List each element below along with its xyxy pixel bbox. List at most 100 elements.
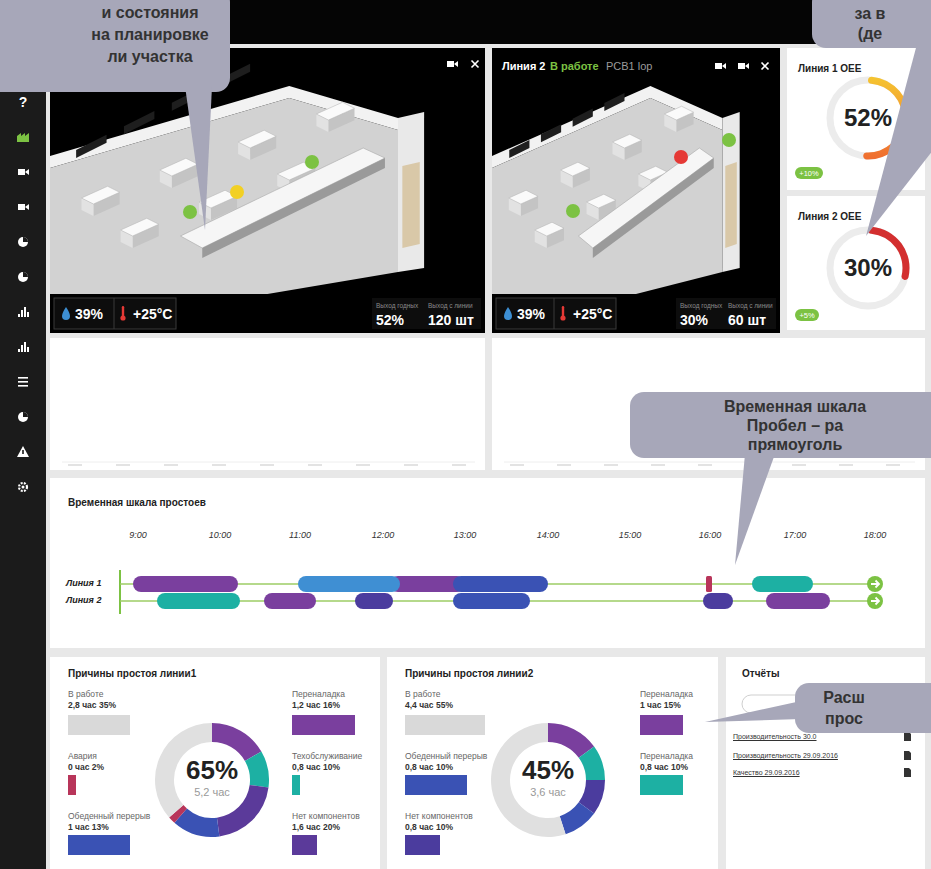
graphic-circle	[18, 272, 28, 282]
hour-tick: 9:00	[116, 530, 160, 541]
line-name: Линия 2	[502, 59, 545, 73]
hour-tick: 17:00	[773, 530, 817, 541]
graphic-rect	[18, 349, 20, 352]
graphic-rect	[18, 385, 28, 387]
chart-axis	[504, 462, 915, 463]
callout-text: Временная шкала Пробел – ра прямоуголь	[705, 397, 885, 454]
reason-label: В работе	[405, 689, 440, 700]
reason-value: 0 час 2%	[68, 762, 104, 773]
reason-value: 0,8 час 10%	[405, 822, 453, 833]
machine-top	[664, 106, 693, 120]
reason-label: Обеденный перерыв	[68, 811, 150, 822]
graphic-rect	[452, 464, 466, 466]
graphic-rect	[260, 464, 274, 466]
panel-title: Причины простоя линии2	[405, 667, 533, 680]
hour-tick: 12:00	[361, 530, 405, 541]
graphic-rect	[24, 342, 26, 352]
reason-bar	[68, 715, 130, 735]
status-dot	[305, 155, 319, 169]
camera-icon	[745, 63, 749, 69]
node-drawing	[120, 570, 883, 614]
reason-label: Авария	[68, 751, 97, 762]
sidebar-icon	[18, 377, 28, 387]
panel-title: Временная шкала простоев	[68, 496, 206, 509]
graphic-rect	[886, 464, 900, 466]
file-icon	[904, 768, 911, 777]
sidebar-icon	[18, 272, 28, 282]
panel-title: Отчёты	[742, 667, 779, 680]
help-icon: ?	[15, 93, 31, 111]
hour-tick: 10:00	[198, 530, 242, 541]
donut-total: 45%	[513, 754, 583, 787]
graphic-rect	[21, 310, 23, 317]
sidebar-icon	[18, 204, 29, 210]
stat-caption: Выход с линии	[428, 302, 473, 310]
callout-bubble: Временная шкала Пробел – ра прямоуголь	[630, 392, 931, 458]
thermometer-icon	[562, 306, 564, 317]
trend-badge	[795, 167, 823, 179]
file-icon	[904, 751, 911, 760]
stat-caption: Выход с линии	[728, 302, 773, 310]
donut-hours: 5,2 час	[177, 785, 247, 799]
thermometer-icon	[560, 315, 565, 320]
downtime-segment	[157, 593, 240, 609]
hour-tick: 18:00	[853, 530, 897, 541]
status-dot	[566, 204, 580, 218]
graphic-path	[25, 204, 29, 210]
reason-label: Нет компонентов	[405, 811, 473, 822]
output-box	[676, 298, 776, 329]
machine-top	[160, 158, 198, 176]
camera-icon	[715, 63, 722, 69]
donut-segment	[245, 752, 269, 788]
downtime-segment	[453, 576, 548, 592]
trend-badge	[795, 309, 819, 321]
chart-ticks	[68, 464, 900, 466]
floor-plan-panel: Линия 2В работеPCB1 lop39%+25°CВыход год…	[492, 48, 780, 333]
temperature-value: +25°C	[573, 305, 612, 323]
humidity-value: 39%	[75, 305, 103, 323]
thermometer-icon	[122, 306, 124, 317]
reason-bar	[405, 775, 467, 795]
sidebar-icon	[17, 133, 29, 142]
graphic-path	[25, 169, 29, 175]
line-name: Линия 2	[66, 595, 101, 606]
sidebar-icon	[19, 483, 27, 491]
donut-total: 65%	[177, 754, 247, 787]
machine-top	[561, 162, 590, 176]
room-window	[541, 124, 561, 142]
graphic-rect	[698, 464, 712, 466]
graphic-rect	[21, 345, 23, 352]
graphic-path	[23, 272, 28, 277]
graphic-rect	[18, 204, 25, 210]
chart-axis	[62, 462, 475, 463]
panel-title: Причины простоя линии1	[68, 667, 196, 680]
graphic-path	[17, 133, 29, 142]
graphic-rect	[604, 464, 618, 466]
stat-value: 120 шт	[428, 311, 474, 329]
reason-bar	[405, 715, 485, 735]
graphic-rect	[510, 464, 524, 466]
node-drawing	[405, 715, 683, 855]
graphic-rect	[557, 464, 571, 466]
room-side-wall	[398, 112, 424, 272]
donut-segment	[560, 802, 594, 834]
reason-bar	[640, 715, 683, 735]
callout-text: за в (де	[848, 4, 892, 44]
status-dot	[722, 133, 736, 147]
hour-tick: 13:00	[443, 530, 487, 541]
reason-label: В работе	[68, 689, 103, 700]
reason-value: 1,2 час 16%	[292, 700, 340, 711]
camera-icon	[454, 61, 458, 67]
graphic-rect	[164, 464, 178, 466]
machine-top	[238, 130, 276, 148]
sidebar-icon	[18, 342, 29, 352]
status-dot	[230, 185, 244, 199]
sidebar-icon	[18, 307, 29, 317]
room-door	[725, 162, 737, 248]
graphic-circle	[22, 486, 25, 489]
oee-value: 30%	[836, 253, 900, 283]
sensor-divider	[554, 298, 555, 329]
hour-tick: 16:00	[688, 530, 732, 541]
